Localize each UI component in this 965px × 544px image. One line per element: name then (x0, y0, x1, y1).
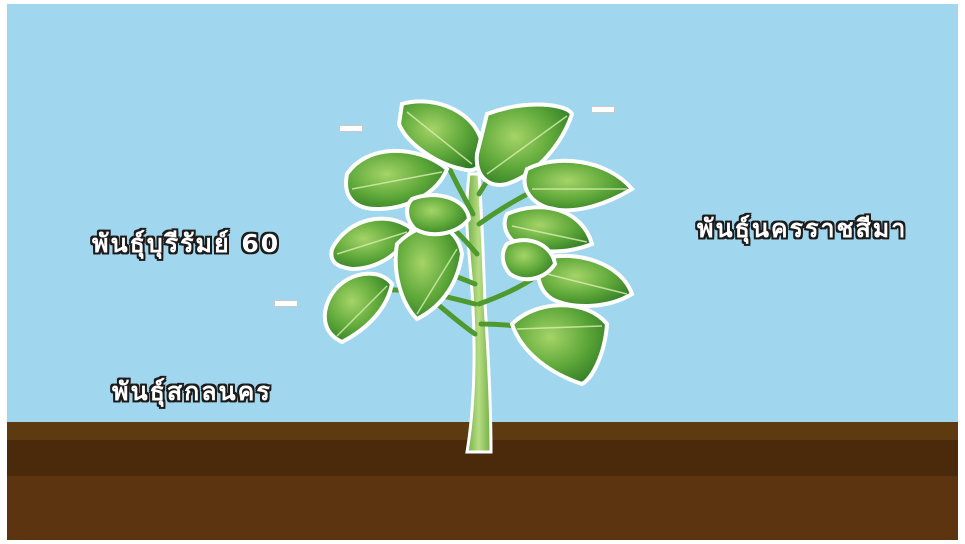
leaf (325, 274, 392, 342)
leaf (512, 305, 607, 384)
label-pointer-1 (339, 125, 363, 132)
variety-label-buriram-60: พันธุ์บุรีรัมย์ 60 (92, 224, 280, 264)
variety-label-sakon-nakhon: พันธุ์สกลนคร (112, 372, 272, 412)
label-pointer-3 (274, 300, 298, 307)
cassava-plant-illustration (7, 4, 958, 540)
label-pointer-2 (591, 106, 615, 113)
scene: พันธุ์บุรีรัมย์ 60 พันธุ์นครราชสีมา พันธ… (7, 4, 958, 540)
leaf (407, 195, 469, 234)
leaf (525, 161, 632, 210)
variety-label-nakhon-ratchasima: พันธุ์นครราชสีมา (697, 209, 907, 249)
leaf (396, 226, 462, 319)
